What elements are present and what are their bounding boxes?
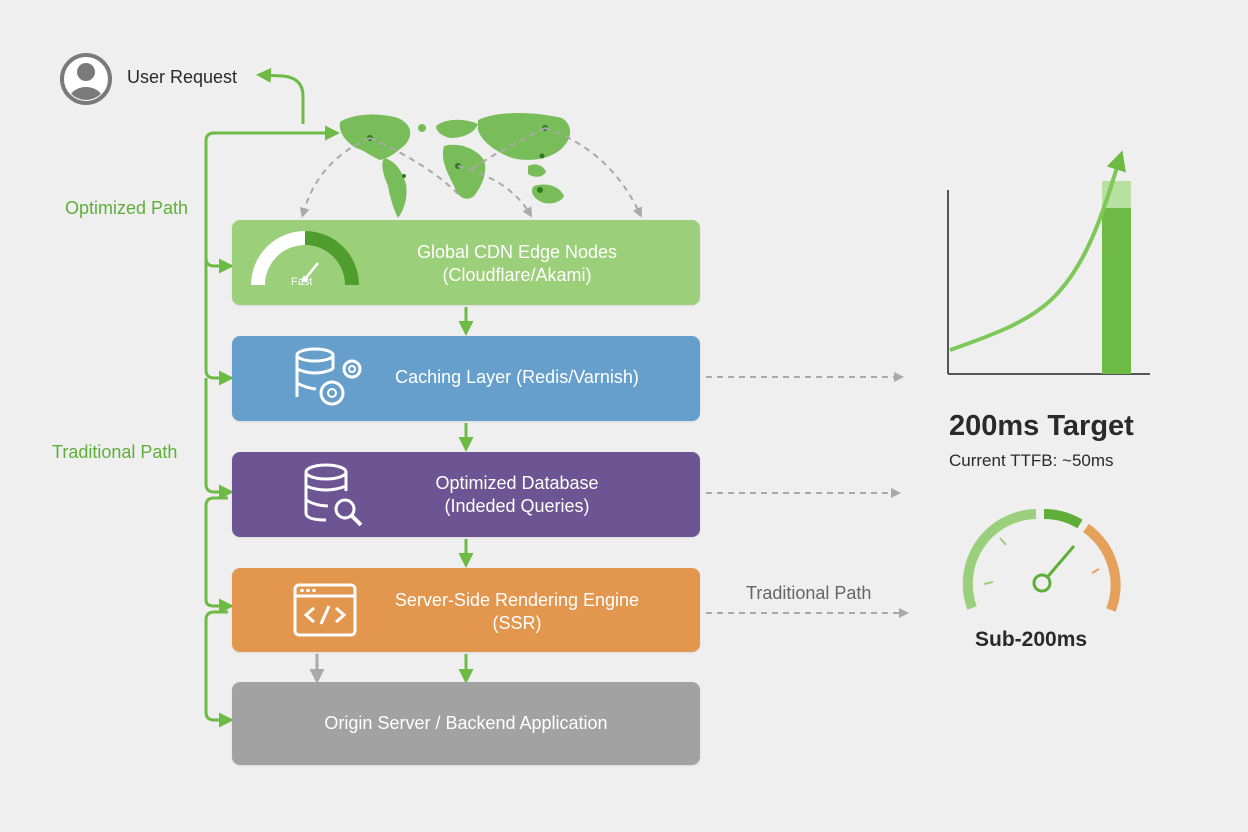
ssr-line1: Server-Side Rendering Engine — [394, 590, 640, 610]
ssr-line2: (SSR) — [492, 613, 542, 633]
database-layer-title: Optimized Database (Indeded Queries) — [344, 472, 690, 518]
cache-layer-title: Caching Layer (Redis/Varnish) — [344, 366, 690, 389]
database-gear-icon — [295, 347, 362, 406]
database-search-icon — [304, 463, 363, 527]
traditional-path-label: Traditional Path — [52, 442, 178, 462]
target-subtitle: Current TTFB: ~50ms — [949, 451, 1114, 470]
database-layer: Optimized Database (Indeded Queries) — [232, 452, 700, 537]
ssr-layer-title: Server-Side Rendering Engine (SSR) — [344, 589, 690, 635]
code-window-icon — [293, 583, 357, 637]
ssr-layer: Server-Side Rendering Engine (SSR) — [232, 568, 700, 652]
database-line1: Optimized Database — [435, 473, 599, 493]
cdn-line2: (Cloudflare/Akami) — [442, 265, 592, 285]
edge-distribution-arcs — [299, 127, 642, 218]
origin-line1: Origin Server / Backend Application — [324, 713, 608, 733]
performance-chart — [947, 150, 1150, 375]
speedometer-icon — [251, 231, 359, 286]
traditional-path-connector — [204, 378, 234, 728]
gauge-label: Sub-200ms — [975, 628, 1088, 651]
speed-gauge-icon — [962, 509, 1121, 612]
target-title: 200ms Target — [949, 410, 1134, 442]
origin-layer-title: Origin Server / Backend Application — [232, 712, 700, 735]
cache-line1: Caching Layer (Redis/Varnish) — [395, 367, 639, 387]
cdn-fast-badge: Fast — [291, 276, 313, 288]
cdn-edge-layer: Fast Global CDN Edge Nodes (Cloudflare/A… — [232, 220, 700, 305]
cdn-line1: Global CDN Edge Nodes — [416, 242, 618, 262]
cdn-layer-title: Global CDN Edge Nodes (Cloudflare/Akami) — [344, 241, 690, 287]
world-map-icon — [339, 113, 571, 218]
user-avatar-icon — [60, 53, 112, 105]
database-line2: (Indeded Queries) — [444, 496, 590, 516]
right-dashed-arrows — [706, 372, 909, 618]
optimized-path-connector — [204, 131, 330, 386]
return-arrow — [256, 67, 305, 124]
user-request-label: User Request — [127, 67, 238, 87]
origin-server-layer: Origin Server / Backend Application — [232, 682, 700, 765]
caching-layer: Caching Layer (Redis/Varnish) — [232, 336, 700, 421]
traditional-path-right-label: Traditional Path — [746, 583, 872, 603]
optimized-path-label: Optimized Path — [65, 198, 189, 218]
